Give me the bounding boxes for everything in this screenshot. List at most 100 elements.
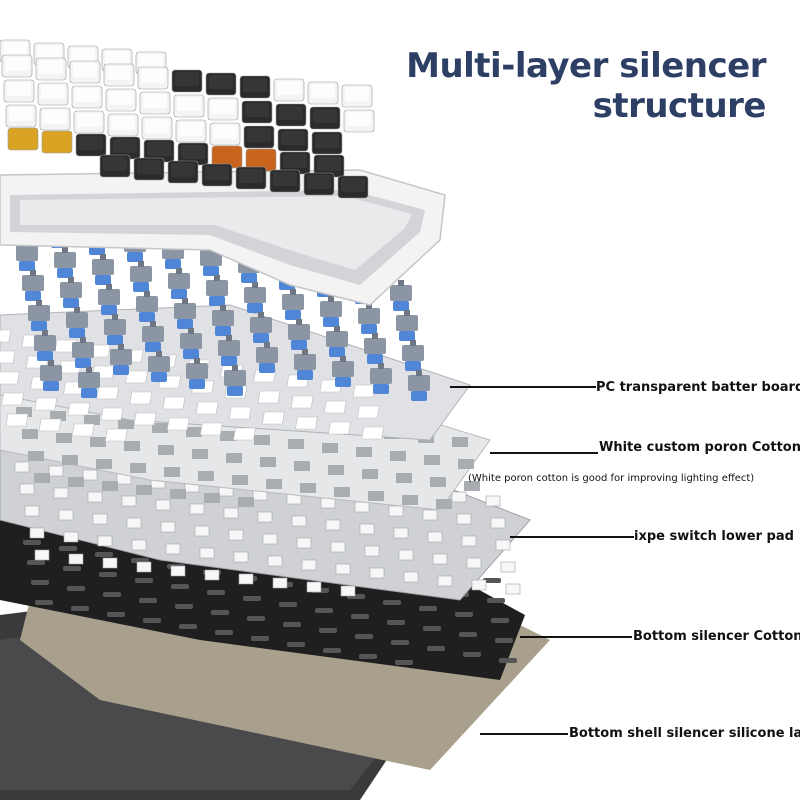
keycap — [105, 88, 137, 112]
key-switch — [78, 367, 100, 398]
key-switch — [332, 356, 354, 387]
keycap — [5, 104, 37, 128]
key-switch — [294, 349, 316, 380]
key-switch — [186, 358, 208, 389]
keycap — [279, 151, 311, 175]
key-switch — [72, 337, 94, 368]
key-switch — [92, 254, 114, 285]
keycap — [343, 109, 375, 133]
keycap — [303, 172, 335, 196]
keycap — [107, 113, 139, 137]
keycap — [239, 75, 271, 99]
key-switch — [282, 289, 304, 320]
keycap — [243, 125, 275, 149]
leader-line-ixpe — [510, 536, 634, 538]
key-switch — [148, 351, 170, 382]
keycap — [273, 78, 305, 102]
keycap — [103, 63, 135, 87]
keycap — [235, 166, 267, 190]
key-switch — [22, 270, 44, 301]
key-switch — [174, 298, 196, 329]
key-switch — [244, 282, 266, 313]
keycap — [3, 79, 35, 103]
keycap — [109, 136, 141, 160]
key-switch — [320, 296, 342, 327]
keycap — [311, 131, 343, 155]
keycap — [209, 122, 241, 146]
top-case-frame — [0, 169, 446, 306]
key-switch — [60, 277, 82, 308]
keycap — [73, 110, 105, 134]
key-switch — [408, 370, 430, 401]
keycap — [137, 66, 169, 90]
key-switch — [54, 247, 76, 278]
key-switch — [402, 340, 424, 371]
keycap — [1, 54, 33, 78]
keycap — [37, 82, 69, 106]
callout-ixpe: ixpe switch lower pad — [634, 529, 794, 544]
leader-line-poron — [490, 452, 598, 454]
key-switch — [224, 365, 246, 396]
key-switch — [250, 312, 272, 343]
callout-poron: White custom poron Cotton — [599, 440, 800, 455]
keycap — [173, 94, 205, 118]
keycap — [275, 103, 307, 127]
keycap — [133, 157, 165, 181]
callout-pc-board: PC transparent batter board — [596, 380, 800, 395]
keycap — [307, 81, 339, 105]
keycap — [7, 127, 39, 151]
leader-line-pc-board — [450, 386, 596, 388]
keycap — [341, 84, 373, 108]
keycap — [337, 175, 369, 199]
keycap — [143, 139, 175, 163]
key-switch — [142, 321, 164, 352]
key-switch — [28, 300, 50, 331]
key-switch — [66, 307, 88, 338]
callout-poron-note: (White poron cotton is good for improvin… — [468, 473, 755, 484]
key-switch — [130, 261, 152, 292]
key-switch — [98, 284, 120, 315]
diagram-title-line1: Multi-layer silencer — [406, 46, 766, 86]
keycap — [269, 169, 301, 193]
keycap — [75, 133, 107, 157]
keycap — [69, 60, 101, 84]
key-switch — [370, 363, 392, 394]
keycap — [167, 160, 199, 184]
keycap — [201, 163, 233, 187]
key-switch — [34, 330, 56, 361]
key-switch — [288, 319, 310, 350]
key-switch — [396, 310, 418, 341]
keycap — [141, 116, 173, 140]
key-switch — [104, 314, 126, 345]
keycap — [309, 106, 341, 130]
keycap — [175, 119, 207, 143]
keycap — [211, 145, 243, 169]
key-switch — [358, 303, 380, 334]
keycap — [41, 130, 73, 154]
leader-line-silicone — [480, 733, 568, 735]
key-switch — [390, 280, 412, 311]
key-switch — [168, 268, 190, 299]
key-switch — [110, 344, 132, 375]
key-switch — [206, 275, 228, 306]
keycap — [99, 154, 131, 178]
leader-line-bottom-cotton — [520, 636, 632, 638]
key-switch — [180, 328, 202, 359]
key-switch — [326, 326, 348, 357]
key-switch — [218, 335, 240, 366]
keycap — [277, 128, 309, 152]
callout-bottom-cotton: Bottom silencer Cotton — [633, 629, 800, 644]
keycap — [205, 72, 237, 96]
key-switch — [364, 333, 386, 364]
keycap — [171, 69, 203, 93]
keycap — [39, 107, 71, 131]
key-switch — [40, 360, 62, 391]
callout-silicone: Bottom shell silencer silicone layer — [569, 726, 800, 741]
keycap — [177, 142, 209, 166]
diagram-title-line2: structure — [592, 86, 767, 126]
keycap — [139, 91, 171, 115]
keycap-set — [0, 39, 375, 199]
key-switch — [256, 342, 278, 373]
keycap — [241, 100, 273, 124]
